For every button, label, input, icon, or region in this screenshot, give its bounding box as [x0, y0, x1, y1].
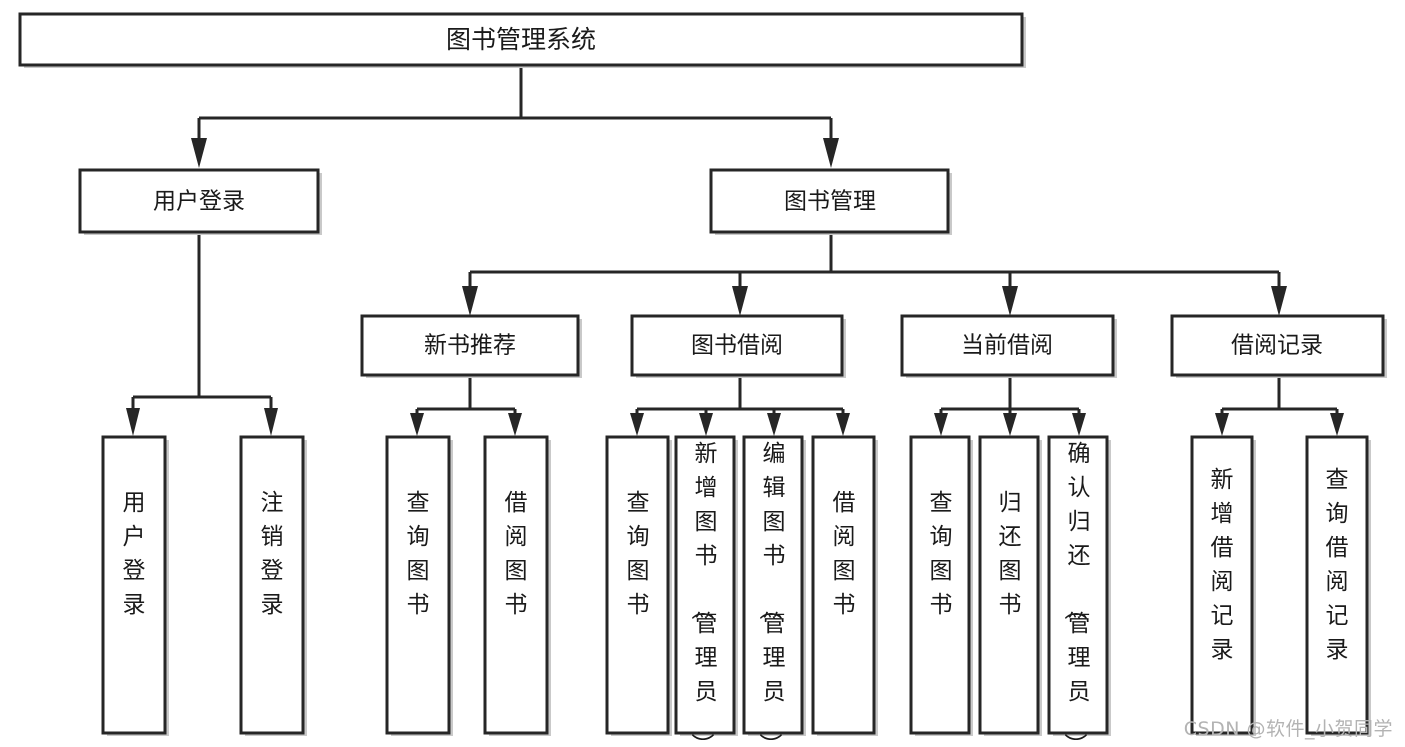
- leaf-node-bookborrow-borrow-books[interactable]: 借阅图书: [811, 435, 878, 736]
- leaf-node-currentborrow-return-books[interactable]: 归还图书: [978, 435, 1042, 736]
- connector-group: [126, 66, 1344, 436]
- new-book-node-box: [360, 314, 580, 377]
- arrow-to-borrow-record: [1271, 286, 1287, 316]
- leaf-bookborrow-query-box: [605, 435, 670, 735]
- arrow-to-book-borrow: [732, 286, 748, 316]
- leaf-logout-box: [239, 435, 305, 735]
- node-current-borrowing[interactable]: 当前借阅: [900, 314, 1117, 378]
- leaf-currentborrow-return-label: 归还图书: [999, 490, 1022, 618]
- arrow-to-current-borrow: [1002, 286, 1018, 316]
- leaf-borrowrecord-add-box: [1190, 435, 1254, 735]
- new-book-node-label: 新书推荐: [424, 333, 516, 359]
- leaf-currentborrow-return-box: [978, 435, 1040, 735]
- leaf-borrowrecord-add-label: 新增借阅记录: [1211, 467, 1234, 663]
- borrowing-record-node-label: 借阅记录: [1231, 333, 1323, 359]
- arrow-to-borrowrecord-leaf-1: [1215, 413, 1229, 436]
- leaf-bookborrow-query-label: 查询图书: [627, 490, 650, 618]
- arrow-to-currentborrow-leaf-1: [934, 413, 948, 436]
- leaf-bookborrow-add-label: 新增图书（管理员）: [689, 441, 718, 747]
- leaf-node-borrowrecord-query-record[interactable]: 查询借阅记录: [1305, 435, 1371, 736]
- arrow-to-leaf-user-login: [126, 408, 140, 436]
- arrow-to-leaf-logout: [264, 408, 278, 436]
- arrow-to-bookborrow-leaf-3: [767, 413, 781, 436]
- user-login-node-label: 用户登录: [153, 189, 245, 215]
- leaf-newbook-query-box: [385, 435, 451, 735]
- arrow-to-borrowrecord-leaf-2: [1330, 413, 1344, 436]
- arrow-to-bookborrow-leaf-1: [630, 413, 644, 436]
- leaf-logout-label: 注销登录: [261, 490, 284, 618]
- leaf-node-currentborrow-confirm-return-admin[interactable]: 确认归还（管理员）: [1047, 435, 1111, 747]
- leaf-node-bookborrow-edit-book-admin[interactable]: 编辑图书（管理员）: [742, 435, 806, 747]
- arrow-to-new-book: [462, 286, 478, 316]
- leaf-node-borrowrecord-add-record[interactable]: 新增借阅记录: [1190, 435, 1256, 736]
- leaf-node-bookborrow-add-book-admin[interactable]: 新增图书（管理员）: [674, 435, 738, 747]
- leaf-user-login-label: 用户登录: [123, 490, 146, 618]
- current-borrowing-node-label: 当前借阅: [961, 333, 1053, 359]
- leaf-bookborrow-borrow-label: 借阅图书: [833, 490, 856, 618]
- leaf-bookborrow-edit-box: [742, 435, 804, 735]
- book-borrowing-node-box: [630, 314, 844, 377]
- leaf-currentborrow-confirm-box: [1047, 435, 1109, 735]
- leaf-currentborrow-query-box: [909, 435, 971, 735]
- book-management-node-label: 图书管理: [784, 189, 876, 215]
- arrow-to-bookborrow-leaf-2: [699, 413, 713, 436]
- leaf-node-user-login[interactable]: 用户登录: [101, 435, 169, 736]
- arrow-to-newbook-leaf-2: [508, 413, 522, 436]
- leaf-bookborrow-edit-label: 编辑图书（管理员）: [757, 441, 786, 747]
- arrow-to-newbook-leaf-1: [410, 413, 424, 436]
- leaf-node-newbook-query-books[interactable]: 查询图书: [385, 435, 453, 736]
- leaf-bookborrow-add-box: [674, 435, 736, 735]
- leaf-newbook-query-label: 查询图书: [407, 490, 430, 618]
- arrow-to-user-login: [191, 138, 207, 168]
- arrow-to-book-manage: [823, 138, 839, 168]
- leaf-user-login-box: [101, 435, 167, 735]
- leaf-bookborrow-borrow-box: [811, 435, 876, 735]
- arrow-to-currentborrow-leaf-2: [1003, 413, 1017, 436]
- leaf-node-currentborrow-query-books[interactable]: 查询图书: [909, 435, 973, 736]
- leaf-node-logout[interactable]: 注销登录: [239, 435, 307, 736]
- leaf-currentborrow-query-label: 查询图书: [930, 490, 953, 618]
- root-node-label: 图书管理系统: [446, 25, 596, 54]
- root-node-box: [18, 12, 1024, 67]
- leaf-newbook-borrow-label: 借阅图书: [505, 490, 528, 618]
- arrow-to-bookborrow-leaf-4: [836, 413, 850, 436]
- leaf-node-newbook-borrow-books[interactable]: 借阅图书: [483, 435, 551, 736]
- node-borrowing-record[interactable]: 借阅记录: [1170, 314, 1387, 378]
- leaf-node-bookborrow-query-books[interactable]: 查询图书: [605, 435, 672, 736]
- arrow-to-currentborrow-leaf-3: [1072, 413, 1086, 436]
- borrowing-record-node-box: [1170, 314, 1385, 377]
- node-new-book-recommendation[interactable]: 新书推荐: [360, 314, 582, 378]
- user-login-node-box: [78, 168, 320, 234]
- node-book-management[interactable]: 图书管理: [709, 168, 952, 235]
- node-user-login[interactable]: 用户登录: [78, 168, 322, 235]
- book-management-node-box: [709, 168, 950, 234]
- node-root-book-management-system[interactable]: 图书管理系统: [18, 12, 1026, 68]
- node-book-borrowing[interactable]: 图书借阅: [630, 314, 846, 378]
- leaf-borrowrecord-query-label: 查询借阅记录: [1326, 467, 1349, 663]
- current-borrowing-node-box: [900, 314, 1115, 377]
- book-borrowing-node-label: 图书借阅: [691, 333, 783, 359]
- leaf-newbook-borrow-box: [483, 435, 549, 735]
- leaf-borrowrecord-query-box: [1305, 435, 1369, 735]
- leaf-currentborrow-confirm-label: 确认归还（管理员）: [1062, 441, 1091, 747]
